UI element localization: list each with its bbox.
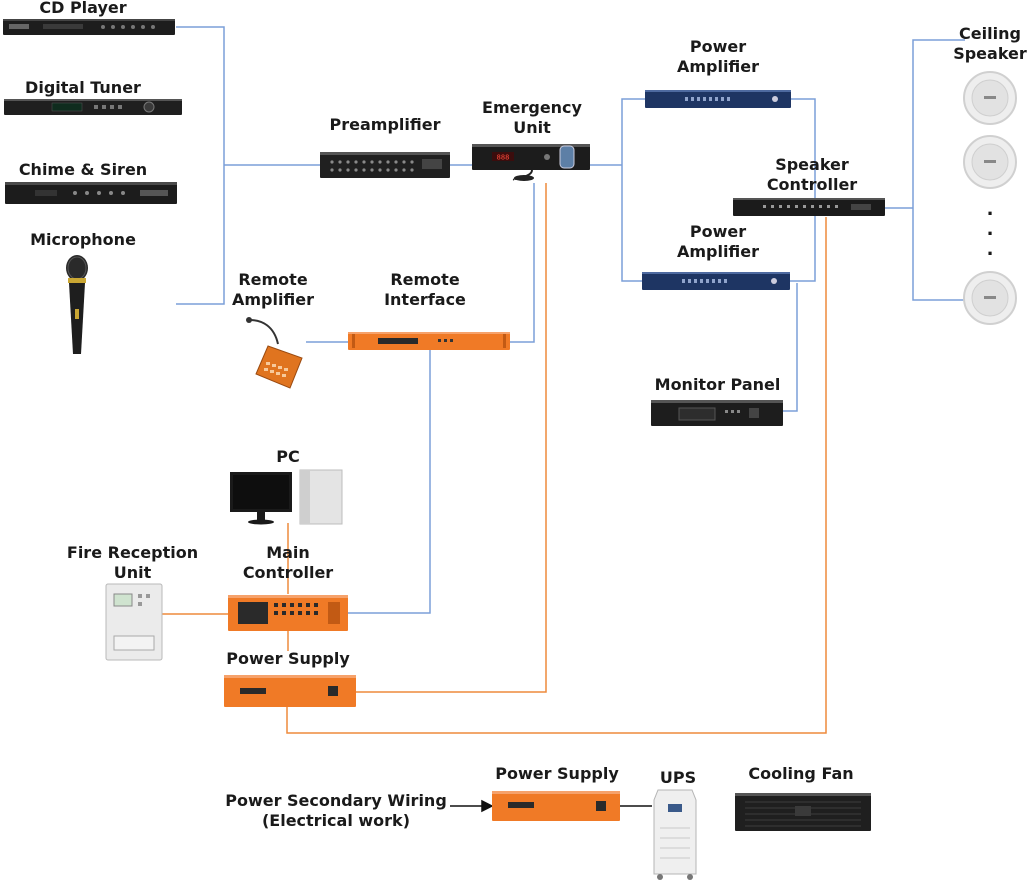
label-power-supply-main: Power Supply: [226, 649, 350, 668]
label-power-supply-bottom: Power Supply: [495, 764, 619, 783]
wire-amp2-to-spk: [790, 216, 816, 282]
label-power-secondary-wiring: Power Secondary Wiring (Electrical work): [216, 791, 456, 831]
label-ceiling-speaker-line2: Speaker: [953, 44, 1027, 63]
cd-player-icon: [3, 19, 175, 35]
svg-text:888: 888: [497, 154, 510, 162]
wire-ps-to-spk: [286, 217, 827, 734]
label-power-amplifier-bottom-line2: Amplifier: [676, 242, 760, 261]
label-fire-reception-unit: Fire Reception Unit: [60, 543, 205, 583]
wire-ps-to-emergency: [355, 183, 547, 693]
power-supply-main-icon: [224, 675, 356, 707]
label-pc: PC: [276, 447, 300, 466]
power-amplifier-bottom-icon: [642, 272, 790, 290]
wire-amp-bus: [621, 98, 645, 282]
ceiling-speaker-3-icon: [963, 271, 1017, 325]
fire-reception-unit-icon: [105, 583, 163, 661]
ceiling-speaker-2-icon: [963, 135, 1017, 189]
label-speaker-controller-line2: Controller: [766, 175, 858, 194]
label-microphone: Microphone: [30, 230, 136, 249]
speaker-controller-icon: [733, 198, 885, 216]
label-remote-interface-line2: Interface: [384, 290, 466, 309]
label-emergency-unit-line2: Unit: [513, 118, 551, 137]
label-ceiling-speaker-line1: Ceiling: [959, 24, 1021, 43]
cooling-fan-icon: [735, 793, 871, 831]
preamplifier-icon: [320, 152, 450, 178]
digital-tuner-icon: [4, 99, 182, 115]
label-cooling-fan: Cooling Fan: [748, 764, 854, 783]
remote-interface-icon: [348, 332, 510, 350]
label-speaker-controller: Speaker Controller: [742, 155, 882, 195]
ceiling-speaker-ellipsis: . . .: [986, 199, 994, 260]
label-ceiling-speaker: Ceiling Speaker: [950, 24, 1030, 64]
wire-interface-to-emergency: [510, 183, 535, 343]
label-remote-amplifier-line1: Remote: [238, 270, 308, 289]
label-digital-tuner: Digital Tuner: [25, 78, 141, 97]
ups-icon: [653, 789, 697, 880]
label-power-amplifier-top: Power Amplifier: [648, 37, 788, 77]
label-main-controller-line2: Controller: [242, 563, 334, 582]
label-cd-player: CD Player: [39, 0, 127, 17]
label-emergency-unit: Emergency Unit: [462, 98, 602, 138]
label-monitor-panel: Monitor Panel: [654, 375, 781, 394]
wire-monitor: [783, 283, 798, 412]
label-main-controller: Main Controller: [223, 543, 353, 583]
pc-icon: [230, 469, 343, 525]
label-remote-amplifier-line2: Amplifier: [231, 290, 315, 309]
power-amplifier-top-icon: [645, 90, 791, 108]
label-power-amplifier-bottom-line1: Power: [689, 222, 747, 241]
label-fire-reception-unit-line2: Unit: [113, 563, 152, 582]
label-chime-siren: Chime & Siren: [18, 160, 148, 179]
label-remote-amplifier: Remote Amplifier: [208, 270, 338, 310]
label-power-amplifier-top-line1: Power: [689, 37, 747, 56]
wire-amp1-to-spk: [790, 98, 816, 198]
wire-ceiling-bus: [912, 39, 965, 301]
label-preamplifier: Preamplifier: [329, 115, 441, 134]
wire-main-to-interface: [347, 349, 431, 614]
label-speaker-controller-line1: Speaker: [775, 155, 849, 174]
label-power-amplifier-top-line2: Amplifier: [676, 57, 760, 76]
power-supply-bottom-icon: [492, 791, 620, 821]
label-ups: UPS: [659, 768, 697, 787]
label-fire-reception-unit-line1: Fire Reception: [66, 543, 199, 562]
power-wires: [162, 183, 827, 734]
wire-cd-player: [176, 26, 225, 305]
label-remote-interface: Remote Interface: [360, 270, 490, 310]
label-power-amplifier-bottom: Power Amplifier: [648, 222, 788, 262]
microphone-icon: [66, 255, 88, 354]
label-power-secondary-wiring-line1: Power Secondary Wiring: [225, 791, 447, 810]
main-controller-icon: [228, 595, 348, 631]
label-power-secondary-wiring-line2: (Electrical work): [261, 811, 411, 830]
label-remote-interface-line1: Remote: [390, 270, 460, 289]
emergency-unit-icon: 888: [472, 144, 590, 181]
monitor-panel-icon: [651, 400, 783, 426]
signal-wires: [176, 26, 965, 614]
remote-amplifier-icon: [246, 317, 303, 389]
black-wires: [450, 799, 652, 813]
arrow-head-icon: [481, 799, 494, 813]
label-main-controller-line1: Main: [266, 543, 310, 562]
chime-siren-icon: [5, 182, 177, 204]
label-emergency-unit-line1: Emergency: [482, 98, 582, 117]
ceiling-speaker-1-icon: [963, 71, 1017, 125]
